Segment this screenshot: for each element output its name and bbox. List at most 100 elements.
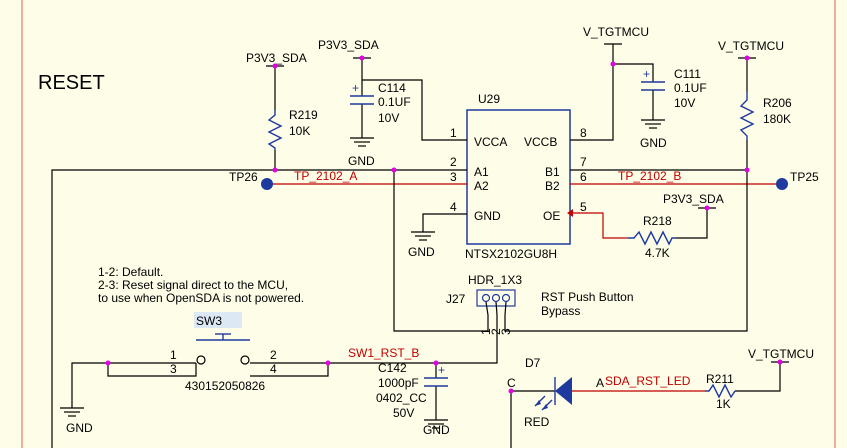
c142-package: 0402_CC [376,391,427,405]
d7-color: RED [524,415,550,429]
resistor-r219[interactable]: R219 10K [267,108,318,150]
sw3-part: 430152050826 [185,379,265,393]
c111-ref: C111 [674,67,701,81]
d7-ref: D7 [525,356,541,370]
testpoint-icon [261,178,273,190]
power-label: V_TGTMCU [748,347,814,361]
u29-pin-num: 4 [450,200,457,214]
u29-ref: U29 [478,92,500,106]
junction-dot [105,360,111,366]
gnd-label: GND [640,136,667,150]
u29-pin-name: VCCA [474,135,507,149]
net-label-sda-rst-led: SDA_RST_LED [605,374,691,388]
gnd-label: GND [66,421,93,435]
r218-value: 4.7K [645,246,670,260]
ground-icon: GND [423,419,450,437]
oe-marker-icon [567,209,573,217]
header-desc: RST Push Button [541,290,634,304]
net-label-tp-a: TP_2102_A [294,169,357,183]
junction-dot [272,63,278,69]
header-pin-num: 3 [499,328,513,335]
light-arrow-icon [535,400,541,406]
u29-pin-num: 1 [450,126,457,140]
note-line: 1-2: Default. [98,265,163,279]
junction-dot [508,388,514,394]
header-pin-num: 2 [489,328,503,335]
capacitor-c111[interactable]: + C111 0.1UF 10V [641,67,707,110]
power-p3v3-oe: P3V3_SDA [663,192,724,209]
c114-value: 0.1UF [378,95,411,109]
note-line: to use when OpenSDA is not powered. [98,291,304,305]
u29-pin-num: 6 [580,170,587,184]
junction-dot [433,360,439,366]
ground-icon: GND [408,231,435,259]
d7-anode: A [596,376,604,390]
junction-dot [391,167,397,173]
power-label: P3V3_SDA [246,51,307,65]
u29-pin-name: OE [543,209,560,223]
testpoint-tp26[interactable]: TP26 [229,170,273,190]
power-vtgt-right: V_TGTMCU [718,39,784,59]
power-label: P3V3_SDA [318,38,379,52]
c142-ref: C142 [378,361,407,375]
r211-ref: R211 [706,372,734,386]
junction-dot [610,61,616,67]
c114-voltage: 10V [378,111,399,125]
sw3-pin: 3 [170,362,177,376]
u29-pin-name: B1 [545,165,560,179]
resistor-r218[interactable]: R218 4.7K [628,214,676,260]
sw3-pin: 2 [270,348,277,362]
c111-voltage: 10V [674,96,695,110]
capacitor-c142[interactable]: + C142 1000pF 0402_CC 50V [376,361,448,420]
u29-pin-name: B2 [545,179,560,193]
header-pin-num: 1 [479,328,493,335]
power-p3v3-top: P3V3_SDA [318,38,379,59]
u29-pin-name: A2 [474,179,489,193]
c114-ref: C114 [378,81,406,95]
resistor-r206[interactable]: R206 180K [739,92,792,140]
header-j27[interactable]: HDR_1X3 J27 1 2 3 RST Push Button Bypass [446,273,634,335]
led-d7[interactable]: D7 RED C A [507,356,604,429]
wires [51,44,782,448]
u29-pin-num: 7 [580,155,587,169]
header-desc: Bypass [541,304,580,318]
u29-part: NTSX2102GU8H [465,247,557,261]
header-pin-icon [481,293,491,303]
r206-value: 180K [763,112,791,126]
resistor-r211[interactable]: R211 1K [705,372,736,411]
header-type: HDR_1X3 [468,273,522,287]
ground-icon: GND [60,407,93,435]
power-label: V_TGTMCU [583,25,649,39]
header-ref: J27 [446,292,466,306]
ground-icon: GND [348,137,375,168]
header-pin-icon [501,293,511,303]
junction-dot [272,167,278,173]
r211-value: 1K [716,397,731,411]
junction-dot [359,55,365,61]
r219-value: 10K [289,124,310,138]
c142-voltage: 50V [393,406,414,420]
led-icon [555,377,572,405]
junction-dot [704,205,710,211]
testpoint-tp25[interactable]: TP25 [776,170,819,190]
c111-value: 0.1UF [674,81,707,95]
power-label: V_TGTMCU [718,39,784,53]
capacitor-c114[interactable]: + C114 0.1UF 10V [350,81,411,125]
sw3-ref: SW3 [196,314,222,328]
switch-contact-icon [240,355,250,365]
power-label: P3V3_SDA [663,192,724,206]
u29-pin-num: 8 [580,126,587,140]
net-label-sw1-rst: SW1_RST_B [348,346,419,360]
polarity-icon: + [438,363,445,377]
r218-ref: R218 [643,214,672,228]
u29-pin-name: VCCB [524,135,557,149]
u29-pin-name: A1 [474,165,489,179]
sw3-ref-highlight [194,312,242,328]
u29-ic[interactable]: U29 NTSX2102GU8H VCCA A1 A2 GND VCCB B1 … [450,92,587,261]
switch-sw3[interactable]: SW3 1 3 2 4 430152050826 [170,312,277,393]
junctions [105,55,783,394]
light-arrow-icon [542,404,548,410]
switch-contact-icon [196,355,206,365]
net-label-tp-b: TP_2102_B [618,169,681,183]
